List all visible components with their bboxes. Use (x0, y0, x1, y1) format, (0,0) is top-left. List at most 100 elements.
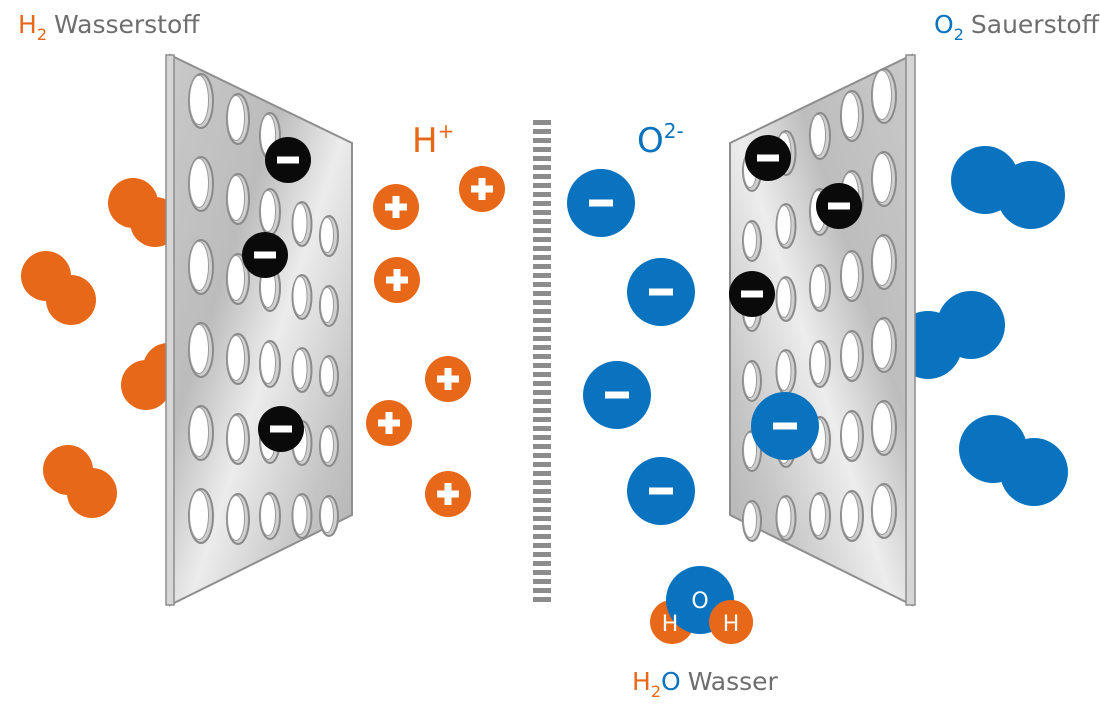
membrane-segment (533, 471, 551, 476)
oxide-ions (567, 169, 819, 525)
water-name: Wasser (688, 667, 779, 696)
proton (366, 400, 412, 446)
plate-hole (809, 492, 831, 540)
plate-hole (188, 156, 214, 212)
plate-hole (259, 492, 281, 540)
plate-hole (871, 483, 897, 539)
hole-opening (810, 494, 826, 536)
plate-hole (775, 276, 797, 322)
water-hydrogen-label-left: H (662, 612, 679, 637)
hole-opening (227, 335, 245, 381)
proton (425, 471, 471, 517)
proton-label: H+ (412, 119, 454, 161)
protons (366, 166, 505, 517)
membrane-segment (533, 201, 551, 206)
plate-rim (165, 54, 175, 606)
membrane-segment (533, 174, 551, 179)
hole-opening (320, 497, 334, 533)
hole-opening (872, 236, 892, 286)
minus-sign (828, 202, 850, 210)
membrane-segment (533, 147, 551, 152)
minus-sign (649, 288, 673, 296)
plate-hole (319, 425, 339, 467)
plate-hole (259, 188, 281, 236)
membrane-segment (533, 534, 551, 539)
plate-hole (809, 264, 831, 312)
proton-symbol: H (412, 121, 438, 161)
membrane-segment (533, 543, 551, 548)
proton (373, 184, 419, 230)
hole-opening (292, 349, 308, 389)
oxide-ion-charge: 2- (664, 119, 684, 143)
hole-opening (776, 497, 792, 537)
plate-hole (871, 151, 897, 207)
minus-sign (773, 422, 797, 430)
oxygen-molecules (894, 146, 1068, 506)
membrane-segment (533, 192, 551, 197)
membrane-segment (533, 597, 551, 602)
membrane-segment (533, 372, 551, 377)
anode-plate (165, 53, 353, 607)
hole-opening (743, 502, 757, 538)
hole-opening (320, 427, 334, 463)
plate-hole (775, 349, 797, 395)
plate-hole (188, 73, 214, 129)
membrane-segment (533, 246, 551, 251)
membrane-segment (533, 507, 551, 512)
plate-hole (871, 400, 897, 456)
hole-opening (841, 332, 859, 378)
hydrogen-molecule (43, 445, 117, 518)
membrane-segment (533, 390, 551, 395)
plate-hole (259, 340, 281, 388)
plate-hole (226, 253, 250, 305)
minus-sign (277, 156, 299, 164)
membrane-segment (533, 318, 551, 323)
plate-hole (742, 220, 762, 262)
membrane-segment (533, 327, 551, 332)
electron (242, 232, 288, 278)
plus-sign-v (385, 412, 393, 434)
oxygen-subscript: 2 (954, 25, 964, 44)
plus-sign-v (393, 269, 401, 291)
membrane-segment (533, 525, 551, 530)
membrane-segment (533, 156, 551, 161)
minus-sign (649, 487, 673, 495)
hole-opening (841, 412, 859, 458)
membrane-segment (533, 399, 551, 404)
cathode-plate (729, 53, 916, 607)
hole-opening (189, 490, 209, 540)
hole-opening (776, 278, 792, 318)
plate-hole (226, 413, 250, 465)
water-oxygen-label: O (691, 589, 708, 614)
hole-opening (227, 495, 245, 541)
hole-opening (810, 114, 826, 156)
oxygen-formula: O (934, 10, 954, 39)
hole-opening (227, 255, 245, 301)
plate-hole (319, 355, 339, 397)
minus-sign (741, 290, 763, 298)
membrane-segment (533, 273, 551, 278)
plate-hole (742, 360, 762, 402)
hole-opening (810, 342, 826, 384)
hydrogen-molecule (21, 251, 96, 325)
plate-hole (742, 500, 762, 542)
hole-opening (189, 241, 209, 291)
membrane-segment (533, 210, 551, 215)
oxide-ion (567, 169, 635, 237)
oxide-ion (583, 361, 651, 429)
membrane-segment (533, 165, 551, 170)
hole-opening (776, 351, 792, 391)
hole-opening (320, 357, 334, 393)
electrolyte-membrane (533, 120, 551, 602)
oxygen-molecule (951, 146, 1065, 229)
membrane-segment (533, 129, 551, 134)
plate-hole (871, 68, 897, 124)
minus-sign (605, 391, 629, 399)
hole-opening (743, 222, 757, 258)
membrane-segment (533, 291, 551, 296)
membrane-segment (533, 309, 551, 314)
oxygen-molecule (959, 415, 1068, 506)
plate-hole (291, 347, 313, 393)
water-hydrogen-label-right: H (723, 612, 740, 637)
membrane-segment (533, 435, 551, 440)
